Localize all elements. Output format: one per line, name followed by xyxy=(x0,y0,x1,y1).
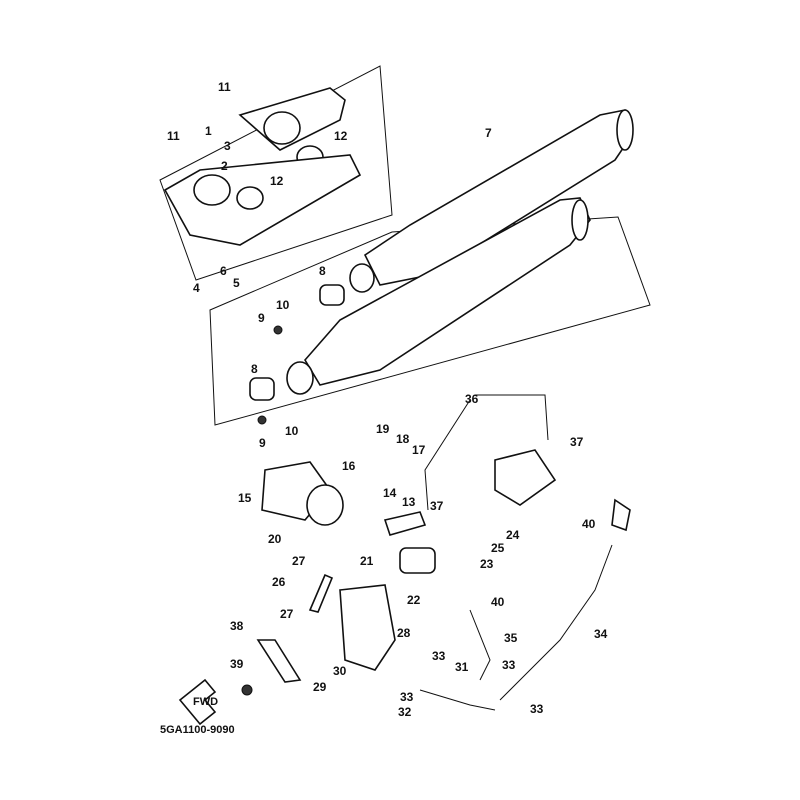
bolt-39 xyxy=(241,684,253,696)
callout: 36 xyxy=(465,392,479,406)
callout: 15 xyxy=(238,491,252,505)
callout: 18 xyxy=(396,432,410,446)
callout: 14 xyxy=(383,486,397,500)
callout: 33 xyxy=(432,649,446,663)
callout: 9 xyxy=(258,311,265,325)
bolt-9a xyxy=(273,325,283,335)
callout: 11 xyxy=(167,129,180,143)
callout: 30 xyxy=(333,664,347,678)
callout: 27 xyxy=(292,554,306,568)
callout: 24 xyxy=(506,528,520,542)
callout: 10 xyxy=(276,298,290,312)
callout: 8 xyxy=(251,362,258,376)
muffler-upper xyxy=(349,109,634,293)
muffler-lower xyxy=(286,197,591,395)
callout: 17 xyxy=(412,443,426,457)
callout: 16 xyxy=(342,459,356,473)
hose-32 xyxy=(419,689,496,711)
callout: 37 xyxy=(430,499,444,513)
callout: 26 xyxy=(272,575,286,589)
callout: 28 xyxy=(397,626,411,640)
callout: 35 xyxy=(504,631,518,645)
reed-valve-16 xyxy=(306,484,344,526)
callout: 27 xyxy=(280,607,294,621)
diagram-code: 5GA1100-9090 xyxy=(160,724,235,736)
callout: 37 xyxy=(570,435,584,449)
fwd-arrow-icon: FWD xyxy=(178,678,218,726)
muffler-box xyxy=(209,216,651,426)
joint-bracket xyxy=(494,449,557,506)
callouts: 11 1 3 2 12 11 12 7 6 4 5 8 9 10 8 9 10 … xyxy=(167,80,608,719)
callout: 3 xyxy=(224,139,231,153)
gasket-8b xyxy=(249,377,275,401)
callout: 40 xyxy=(491,595,505,609)
hose-35 xyxy=(469,609,491,681)
callout: 25 xyxy=(491,541,505,555)
callout: 19 xyxy=(376,422,390,436)
callout: 29 xyxy=(313,680,327,694)
callout: 33 xyxy=(530,702,544,716)
callout: 6 xyxy=(220,264,227,278)
callout: 32 xyxy=(398,705,412,719)
callout: 10 xyxy=(285,424,299,438)
callout: 7 xyxy=(485,126,492,140)
callout: 38 xyxy=(230,619,244,633)
joint-22 xyxy=(399,547,436,574)
hose-26 xyxy=(308,573,334,613)
callout: 20 xyxy=(268,532,282,546)
callout: 12 xyxy=(270,174,284,188)
hose-34 xyxy=(499,544,613,701)
bolt-9b xyxy=(257,415,267,425)
bracket-38 xyxy=(256,639,302,683)
callout: 23 xyxy=(480,557,494,571)
hose-36 xyxy=(424,394,549,511)
exhaust-pipe-front xyxy=(163,154,362,246)
joint-40 xyxy=(611,498,631,532)
callout: 31 xyxy=(455,660,469,674)
air-cut-valve-28 xyxy=(339,584,396,671)
callout: 34 xyxy=(594,627,608,641)
fwd-label: FWD xyxy=(193,696,218,708)
callout: 1 xyxy=(205,124,212,138)
callout: 13 xyxy=(402,495,416,509)
hose-13 xyxy=(383,511,427,536)
gasket-8a xyxy=(319,284,345,306)
callout: 40 xyxy=(582,517,596,531)
callout: 5 xyxy=(233,276,240,290)
callout: 8 xyxy=(319,264,326,278)
callout: 39 xyxy=(230,657,244,671)
callout: 11 xyxy=(218,80,231,94)
callout: 4 xyxy=(193,281,200,295)
callout: 22 xyxy=(407,593,421,607)
callout: 21 xyxy=(360,554,374,568)
callout: 12 xyxy=(334,129,348,143)
callout: 2 xyxy=(221,159,228,173)
exhaust-pipe-rear xyxy=(238,87,346,169)
callout: 33 xyxy=(502,658,516,672)
callout: 33 xyxy=(400,690,414,704)
callout: 9 xyxy=(259,436,266,450)
